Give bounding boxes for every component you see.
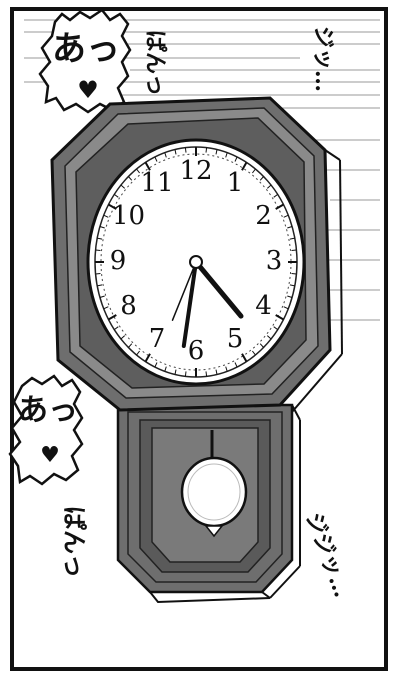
- tick-mark: [266, 335, 272, 340]
- numeral-10: 10: [112, 201, 145, 231]
- tick-mark: [99, 295, 105, 298]
- tick-mark: [289, 237, 295, 240]
- tick-mark: [289, 284, 295, 287]
- sfx-buzz-top: ジッ…: [310, 26, 336, 92]
- numeral-2: 2: [255, 201, 272, 231]
- tick-mark: [215, 369, 218, 375]
- tick-mark: [154, 362, 158, 368]
- tick-mark: [273, 193, 278, 198]
- tick-mark: [275, 314, 284, 321]
- heart-icon: ♥: [40, 442, 60, 468]
- tick-mark: [120, 335, 126, 340]
- sfx-moan-bottom-text: あっ: [18, 393, 78, 428]
- tick-mark: [283, 214, 289, 218]
- numeral-6: 6: [188, 336, 205, 366]
- tick-mark: [225, 152, 228, 158]
- tick-mark: [114, 326, 119, 331]
- numeral-7: 7: [149, 324, 166, 354]
- tick-mark: [259, 343, 264, 348]
- tick-mark: [103, 214, 109, 218]
- numeral-4: 4: [255, 291, 272, 321]
- tick-mark: [234, 156, 238, 162]
- hand-hub: [189, 255, 203, 269]
- speech-bubble-bottom: [8, 374, 84, 486]
- tick-mark: [205, 147, 208, 153]
- tick-mark: [287, 226, 293, 229]
- tick-mark: [215, 149, 218, 155]
- sfx-clap-bottom-text: ぱんっ: [60, 506, 89, 578]
- numeral-11: 11: [140, 168, 173, 198]
- tick-mark: [184, 371, 187, 377]
- tick-mark: [259, 176, 264, 181]
- tick-mark: [174, 149, 177, 155]
- pendulum-icon: [180, 430, 248, 538]
- tick-mark: [205, 371, 208, 377]
- tick-mark: [120, 184, 126, 189]
- sfx-moan-top: あっ ♥: [52, 29, 120, 104]
- tick-mark: [144, 161, 151, 171]
- tick-mark: [154, 156, 158, 162]
- numeral-8: 8: [120, 291, 137, 321]
- numeral-5: 5: [227, 324, 244, 354]
- tick-mark: [164, 152, 167, 158]
- tick-mark: [99, 226, 105, 229]
- tick-mark: [251, 350, 256, 356]
- tick-marks: [95, 147, 297, 377]
- tick-mark: [234, 362, 238, 368]
- numeral-12: 12: [179, 156, 212, 186]
- tick-mark: [95, 273, 101, 275]
- tick-mark: [225, 366, 228, 372]
- tick-mark: [241, 353, 248, 363]
- tick-mark: [241, 161, 248, 171]
- tick-mark: [174, 369, 177, 375]
- numeral-3: 3: [266, 246, 283, 276]
- tick-mark: [108, 314, 117, 321]
- hour-hand: [193, 259, 244, 319]
- sfx-clap-bottom: ぱんっ: [60, 506, 89, 578]
- numeral-9: 9: [110, 246, 127, 276]
- tick-mark: [136, 168, 141, 174]
- clock-hands: [171, 255, 244, 348]
- tick-mark: [275, 203, 284, 210]
- tick-mark: [136, 350, 141, 356]
- tick-mark: [251, 168, 256, 174]
- tick-mark: [287, 295, 293, 298]
- tick-mark: [291, 273, 297, 275]
- tick-mark: [95, 249, 101, 251]
- minute-hand: [181, 260, 198, 348]
- tick-mark: [164, 366, 167, 372]
- numeral-1: 1: [227, 168, 244, 198]
- sfx-moan-top-text: あっ: [52, 29, 120, 69]
- sfx-buzz-top-text: ジッ…: [310, 26, 336, 92]
- tick-mark: [114, 193, 119, 198]
- tick-mark: [97, 284, 103, 287]
- tick-mark: [266, 184, 272, 189]
- tick-mark: [291, 249, 297, 251]
- sfx-moan-bottom: あっ ♥: [18, 393, 78, 468]
- sfx-clap-top: ぱんっ: [142, 30, 168, 96]
- tick-mark: [97, 237, 103, 240]
- tick-mark: [108, 203, 117, 210]
- tick-mark: [103, 306, 109, 310]
- speech-bubble-top: [38, 8, 132, 114]
- tick-mark: [283, 306, 289, 310]
- tick-mark: [128, 343, 133, 348]
- sfx-clap-top-text: ぱんっ: [142, 30, 168, 96]
- tick-mark: [273, 326, 278, 331]
- tick-mark: [128, 176, 133, 181]
- tick-mark: [184, 147, 187, 153]
- tick-mark: [144, 353, 151, 363]
- heart-icon: ♥: [77, 75, 99, 104]
- second-hand: [171, 261, 197, 321]
